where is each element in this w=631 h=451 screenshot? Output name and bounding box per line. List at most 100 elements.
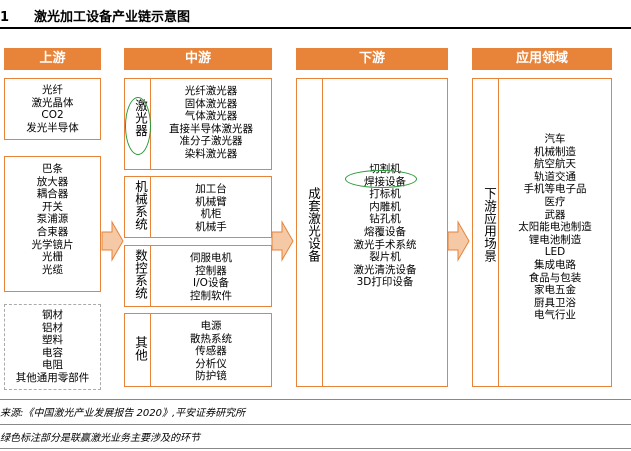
list-item: 电容 xyxy=(42,346,63,359)
list-item: 裂片机 xyxy=(369,251,401,264)
list-item: 机械制造 xyxy=(534,145,576,158)
list-item: 食品与包装 xyxy=(528,271,582,284)
downstream-header: 下游 xyxy=(296,48,448,70)
list-item: 航空航天 xyxy=(534,158,576,171)
list-item: 汽车 xyxy=(544,133,566,145)
list-item: 内雕机 xyxy=(369,200,401,213)
arrow-midstream-to-downstream xyxy=(271,220,294,262)
upstream-group-general-parts: 钢材 铝材 塑料 电容 电阻 其他通用零部件 xyxy=(4,304,101,390)
divider xyxy=(322,79,323,386)
list-item: 电源 xyxy=(200,320,222,332)
applications-header: 应用领域 xyxy=(472,48,612,70)
other-list: 电源 散热系统 传感器 分析仪 防护镜 xyxy=(151,320,271,383)
list-item: 分析仪 xyxy=(195,357,227,370)
list-item: 轨道交通 xyxy=(534,170,576,183)
list-item: 传感器 xyxy=(195,345,227,358)
list-item: 控制器 xyxy=(195,264,227,277)
downstream-box: 成套激光设备 切割机 焊接设备 打标机 内雕机 钻孔机 熔覆设备 激光手术系统 … xyxy=(296,78,448,387)
divider xyxy=(498,79,499,386)
mechanical-list: 加工台 机械臂 机柜 机械手 xyxy=(151,183,271,233)
midstream-group-cnc: 数控系统 伺服电机 控制器 I/O设备 控制软件 xyxy=(124,245,272,307)
list-item: 家电五金 xyxy=(534,284,576,297)
figure-title: 1 激光加工设备产业链示意图 xyxy=(0,6,190,25)
list-item: 加工台 xyxy=(195,183,227,195)
list-item: 电阻 xyxy=(42,359,63,372)
downstream-label: 成套激光设备 xyxy=(306,187,321,262)
list-item: 气体激光器 xyxy=(184,110,238,123)
list-item: 开关 xyxy=(42,200,63,213)
midstream-group-mechanical: 机械系统 加工台 机械臂 机柜 机械手 xyxy=(124,176,272,238)
group-label-cnc: 数控系统 xyxy=(133,249,148,299)
list-item: 机械手 xyxy=(195,220,227,233)
list-item: 散热系统 xyxy=(190,332,232,345)
applications-list: 汽车 机械制造 航空航天 轨道交通 手机等电子品 医疗 武器 太阳能电池制造 锂… xyxy=(499,133,611,322)
list-item: 其他通用零部件 xyxy=(15,371,90,384)
list-item: 激光清洗设备 xyxy=(353,263,417,276)
figure-number: 1 xyxy=(0,10,10,25)
list-item: 集成电路 xyxy=(534,258,576,271)
list-item: 厨具卫浴 xyxy=(534,296,576,309)
cnc-list: 伺服电机 控制器 I/O设备 控制软件 xyxy=(151,252,271,302)
list-item: 钻孔机 xyxy=(369,213,401,226)
list-item: 巴条 xyxy=(42,163,63,175)
list-item: 光学镜片 xyxy=(31,238,74,251)
title-rule xyxy=(0,27,631,29)
upstream-header: 上游 xyxy=(4,48,101,70)
list-item: 光纤 xyxy=(42,84,63,96)
upstream-group-components: 巴条 放大器 耦合器 开关 泵浦源 合束器 光学镜片 光栅 光缆 xyxy=(4,156,101,292)
list-item: 激光晶体 xyxy=(31,96,74,109)
list-item: 光纤激光器 xyxy=(184,85,238,97)
arrow-upstream-to-midstream xyxy=(101,220,124,262)
list-item: 耦合器 xyxy=(36,188,69,201)
midstream-header: 中游 xyxy=(124,48,272,70)
divider xyxy=(150,177,151,237)
list-item: 合束器 xyxy=(36,225,69,238)
list-item: 塑料 xyxy=(42,334,63,347)
list-item: 锂电池制造 xyxy=(528,233,582,246)
list-item: 光栅 xyxy=(42,251,63,264)
footer-rule xyxy=(0,399,631,400)
list-item: 机柜 xyxy=(200,208,222,221)
divider xyxy=(150,246,151,306)
list-item: 准分子激光器 xyxy=(179,135,243,148)
list-item: 控制软件 xyxy=(190,289,232,302)
list-item: 铝材 xyxy=(42,321,63,334)
list-item: 打标机 xyxy=(369,188,401,201)
list-item: 固体激光器 xyxy=(184,97,238,110)
list-item: 泵浦源 xyxy=(36,213,69,226)
list-item: LED xyxy=(544,246,566,259)
list-item: CO2 xyxy=(41,109,64,122)
list-item: 发光半导体 xyxy=(26,121,79,134)
applications-label: 下游应用场景 xyxy=(482,187,497,262)
list-item: 3D打印设备 xyxy=(356,276,414,289)
list-item: 武器 xyxy=(544,208,566,221)
divider xyxy=(150,314,151,386)
list-item: 钢材 xyxy=(42,309,63,321)
highlight-note: 绿色标注部分是联赢激光业务主要涉及的环节 xyxy=(0,433,200,444)
list-item: 激光手术系统 xyxy=(353,238,417,251)
list-item: 染料激光器 xyxy=(184,147,238,160)
list-item: 手机等电子品 xyxy=(523,183,587,196)
highlight-ellipse-lasers xyxy=(125,97,151,155)
list-item: 光缆 xyxy=(42,263,63,276)
list-item: 防护镜 xyxy=(195,370,227,383)
list-item: 熔覆设备 xyxy=(364,225,406,238)
footer-rule-2 xyxy=(0,424,631,425)
highlight-ellipse-welding xyxy=(345,170,417,188)
list-item: 伺服电机 xyxy=(190,252,232,264)
list-item: 太阳能电池制造 xyxy=(518,221,592,234)
applications-box: 下游应用场景 汽车 机械制造 航空航天 轨道交通 手机等电子品 医疗 武器 太阳… xyxy=(472,78,612,387)
list-item: 放大器 xyxy=(36,175,69,188)
arrow-downstream-to-applications xyxy=(447,220,470,262)
midstream-group-other: 其他 电源 散热系统 传感器 分析仪 防护镜 xyxy=(124,313,272,387)
lasers-list: 光纤激光器 固体激光器 气体激光器 直接半导体激光器 准分子激光器 染料激光器 xyxy=(151,85,271,161)
list-item: 机械臂 xyxy=(195,195,227,208)
group-label-other: 其他 xyxy=(133,336,148,361)
footer-rule-3 xyxy=(0,448,631,449)
list-item: 直接半导体激光器 xyxy=(169,122,253,135)
list-item: 电气行业 xyxy=(534,309,576,322)
list-item: 医疗 xyxy=(544,195,566,208)
figure-title-text: 激光加工设备产业链示意图 xyxy=(34,10,191,25)
list-item: I/O设备 xyxy=(193,277,229,290)
